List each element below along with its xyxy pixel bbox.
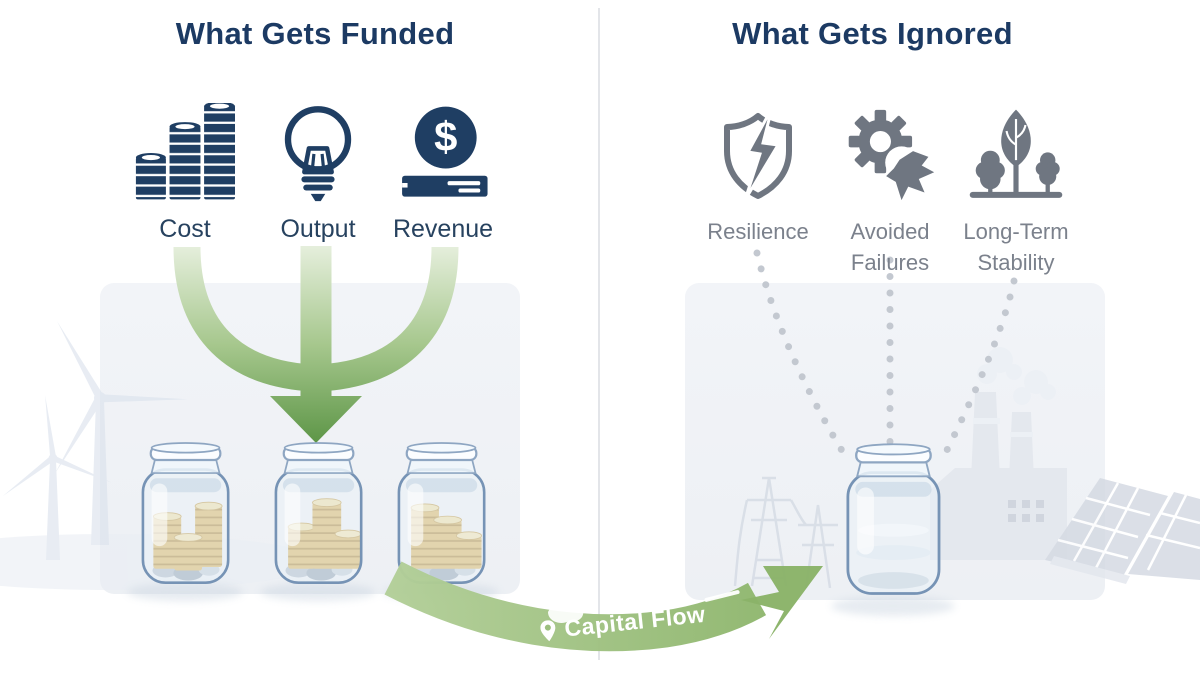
- svg-text:$: $: [434, 113, 457, 160]
- ignored-item-long-term-stability: Long-Term Stability: [936, 103, 1096, 279]
- factory-silhouette: [930, 347, 1067, 560]
- map-pin-icon: [540, 619, 556, 641]
- money-jar-revenue: [397, 441, 486, 584]
- empty-jar: [846, 442, 941, 595]
- funded-item-cost: Cost: [110, 103, 260, 244]
- capital-flow-ribbon: [384, 561, 823, 652]
- right-panel-title: What Gets Ignored: [732, 16, 1013, 51]
- left-panel-title: What Gets Funded: [175, 16, 455, 51]
- money-jar-output: [274, 441, 363, 584]
- ignored-item-resilience: Resilience: [678, 103, 838, 248]
- ignored-label-resilience: Resilience: [707, 219, 809, 244]
- lightbulb-icon: [284, 106, 352, 202]
- broken-gear-icon: [848, 109, 935, 201]
- capital-flow-label-group: Capital Flow: [539, 588, 791, 648]
- trees-icon: [969, 109, 1063, 198]
- ignored-label-avoided-failures: Avoided Failures: [850, 219, 930, 275]
- ignored-label-long-term-stability: Long-Term Stability: [963, 219, 1069, 275]
- funded-item-revenue: $ Revenue: [368, 103, 518, 244]
- coin-stacks-icon: [135, 103, 235, 200]
- cloud-icon: [548, 602, 584, 623]
- funded-label-cost: Cost: [159, 215, 211, 243]
- funded-label-output: Output: [280, 215, 356, 243]
- jar-shadows: [127, 583, 955, 616]
- panel-divider-line: [598, 8, 600, 660]
- solar-panels-silhouette: [1045, 478, 1200, 584]
- money-jar-cost: [141, 441, 230, 584]
- ignored-item-avoided-failures: Avoided Failures: [810, 103, 970, 279]
- dotted-flow-lines: [753, 249, 1018, 460]
- funded-item-output: Output: [243, 103, 393, 244]
- dollar-tray-icon: $: [402, 106, 488, 197]
- power-lines-silhouette: [733, 476, 838, 589]
- shield-lightning-icon: [724, 107, 792, 201]
- funded-label-revenue: Revenue: [392, 215, 494, 243]
- funnel-arrow: [173, 246, 459, 443]
